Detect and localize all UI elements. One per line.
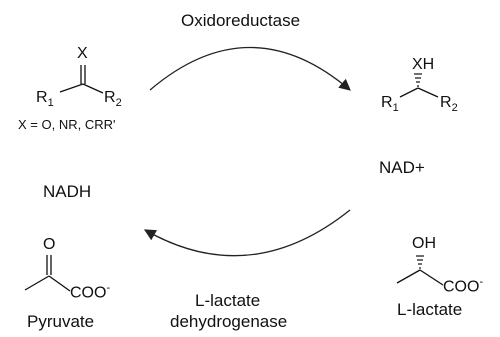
substrate-atom-x: X: [77, 45, 88, 62]
product-r2: R2: [440, 94, 458, 115]
cofactor-nad-label: NAD+: [379, 158, 425, 177]
lactate-carboxylate: COO-: [443, 276, 484, 296]
bottom-arc-arrow: [143, 209, 351, 257]
pyruvate-name: Pyruvate: [27, 312, 95, 331]
enzyme-top-label: Oxidoreductase: [181, 11, 301, 30]
product-atom-xh: XH: [412, 56, 435, 73]
lactate-hashed-wedge: [416, 255, 424, 269]
pyruvate-structure: [24, 255, 71, 292]
substrate-r1: R1: [36, 89, 54, 110]
enzyme-bottom-label-2: dehydrogenase: [170, 312, 288, 331]
product-r1: R1: [381, 94, 399, 115]
pyruvate-atom-o: O: [43, 236, 56, 253]
lactate-name: L-lactate: [397, 300, 463, 319]
substrate-caption: X = O, NR, CRR': [18, 117, 116, 132]
cofactor-nadh-label: NADH: [43, 182, 92, 201]
substrate-structure: [59, 65, 104, 94]
product-hashed-wedge: [414, 73, 422, 87]
substrate-r2: R2: [104, 89, 122, 110]
lactate-structure: [396, 269, 444, 286]
enzyme-bottom-label-1: L-lactate: [195, 291, 261, 310]
pyruvate-carboxylate: COO-: [70, 282, 111, 302]
lactate-atom-oh: OH: [412, 235, 436, 252]
top-arc-arrow: [149, 46, 351, 91]
product-structure: [399, 87, 439, 98]
